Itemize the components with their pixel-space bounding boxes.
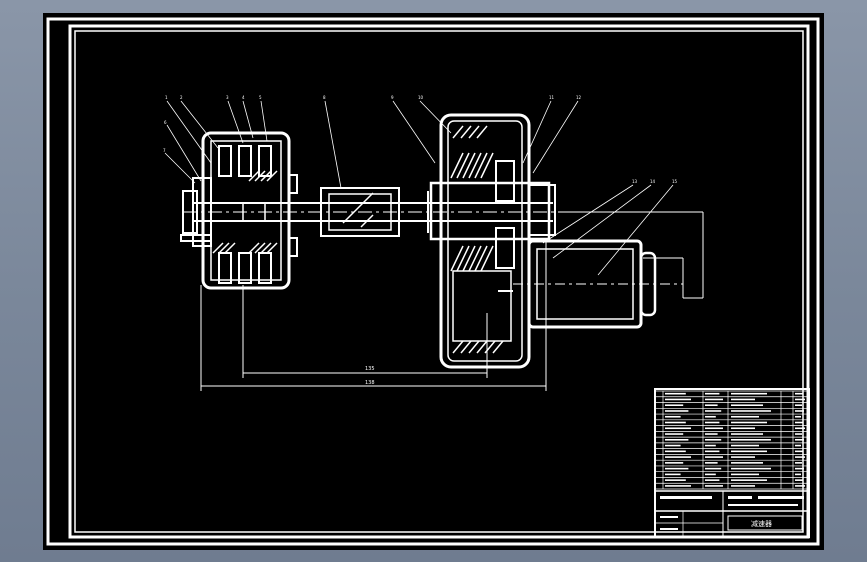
- bom-cell-text: [795, 433, 802, 435]
- svg-text:5: 5: [259, 95, 262, 100]
- outer-border: [46, 17, 820, 546]
- bom-cell-text: [795, 398, 805, 401]
- dimension-inner: 135: [365, 366, 375, 372]
- bom-cell-text: [731, 433, 763, 435]
- svg-text:10: 10: [418, 95, 424, 100]
- bom-cell-text: [705, 467, 722, 470]
- bom-cell-text: [731, 410, 771, 412]
- bom-cell-text: [665, 404, 684, 407]
- bom-cell-text: [665, 427, 691, 430]
- bom-cell-text: [705, 450, 720, 453]
- bom-cell-text: [731, 439, 771, 441]
- bom-cell-text: [705, 485, 723, 487]
- bom-cell-text: [665, 410, 689, 412]
- bom-cell-text: [731, 421, 767, 424]
- svg-text:2: 2: [180, 95, 183, 100]
- svg-text:9: 9: [391, 95, 394, 100]
- bom-cell-text: [795, 421, 803, 424]
- svg-text:15: 15: [672, 179, 678, 184]
- bom-cell-text: [665, 467, 689, 470]
- svg-text:4: 4: [242, 95, 245, 100]
- bom-cell-text: [665, 485, 691, 487]
- bom-cell-text: [795, 427, 805, 430]
- bom-cell-text: [665, 433, 684, 435]
- bom-cell-text: [731, 467, 771, 470]
- cad-viewport[interactable]: 135 138 1 2 3 4 5 6 7 8 9 10 11 12 13 14…: [43, 13, 824, 550]
- left-pulley-assembly: [180, 131, 298, 290]
- bom-cell-text: [705, 462, 718, 464]
- leader-balloons: 1 2 3 4 5 6 7 8 9 10 11 12 13 14 15: [163, 95, 678, 184]
- bom-cell-text: [665, 415, 681, 418]
- bom-cell-text: [795, 404, 802, 407]
- inner-border: [68, 24, 810, 539]
- bom-cell-text: [665, 421, 686, 424]
- dimension-outer: 138: [365, 380, 375, 386]
- bom-cell-text: [731, 404, 763, 407]
- bom-cell-text: [795, 462, 802, 464]
- bom-cell-text: [705, 415, 716, 418]
- bom-cell-text: [731, 392, 767, 395]
- bom-cell-text: [731, 479, 767, 481]
- bom-cell-text: [795, 410, 804, 412]
- svg-text:13: 13: [632, 179, 638, 184]
- bom-cell-text: [665, 398, 691, 401]
- bom-cell-text: [705, 410, 722, 412]
- inner-border-2: [74, 30, 804, 533]
- bom-cell-text: [705, 398, 723, 401]
- bom-cell-text: [705, 427, 723, 430]
- bom-cell-text: [731, 473, 759, 476]
- bom-cell-text: [665, 392, 686, 395]
- bom-cell-text: [665, 456, 691, 458]
- bom-cell-text: [795, 456, 805, 458]
- dimensions: [200, 211, 704, 391]
- bom-cell-text: [731, 415, 759, 418]
- main-shaft: [183, 187, 563, 237]
- bom-cell-text: [665, 439, 689, 441]
- bom-cell-text: [705, 392, 720, 395]
- bom-cell-text: [731, 398, 755, 401]
- bom-cell-text: [705, 479, 720, 481]
- svg-text:6: 6: [164, 120, 167, 125]
- title-block: 减速器: [654, 388, 810, 538]
- bom-cell-text: [731, 427, 755, 430]
- bom-cell-text: [705, 444, 716, 447]
- bom-cell-text: [731, 456, 755, 458]
- bom-cell-text: [665, 479, 686, 481]
- bom-cell-text: [795, 392, 803, 395]
- svg-text:14: 14: [650, 179, 656, 184]
- bom-cell-text: [795, 439, 804, 441]
- right-gearbox: [429, 113, 556, 369]
- bom-cell-text: [731, 444, 759, 447]
- leader-lines: [164, 100, 674, 276]
- bom-cell-text: [705, 404, 718, 407]
- bom-cell-text: [795, 467, 804, 470]
- bom-cell-text: [705, 439, 722, 441]
- bom-cell-text: [705, 473, 716, 476]
- drawing-canvas: 135 138 1 2 3 4 5 6 7 8 9 10 11 12 13 14…: [46, 17, 820, 546]
- bom-cell-text: [795, 415, 801, 418]
- svg-text:11: 11: [549, 95, 555, 100]
- bom-cell-text: [705, 456, 723, 458]
- svg-text:7: 7: [163, 148, 166, 153]
- bom-cell-text: [731, 450, 767, 453]
- bom-cell-text: [795, 473, 801, 476]
- svg-text:3: 3: [226, 95, 229, 100]
- bom-cell-text: [665, 450, 686, 453]
- bom-cell-text: [795, 444, 801, 447]
- bom-cell-text: [705, 421, 720, 424]
- bom-cell-text: [665, 444, 681, 447]
- bom-cell-text: [731, 485, 755, 487]
- motor: [513, 239, 683, 329]
- bom-cell-text: [705, 433, 718, 435]
- bom-cell-text: [665, 473, 681, 476]
- bom-cell-text: [795, 479, 803, 481]
- svg-text:8: 8: [323, 95, 326, 100]
- svg-text:12: 12: [576, 95, 582, 100]
- bom-cell-text: [731, 462, 763, 464]
- bom-cell-text: [665, 462, 684, 464]
- tb-drawing-name: 减速器: [751, 519, 772, 528]
- svg-text:1: 1: [165, 95, 168, 100]
- bom-cell-text: [795, 450, 803, 453]
- bom-cell-text: [795, 485, 805, 487]
